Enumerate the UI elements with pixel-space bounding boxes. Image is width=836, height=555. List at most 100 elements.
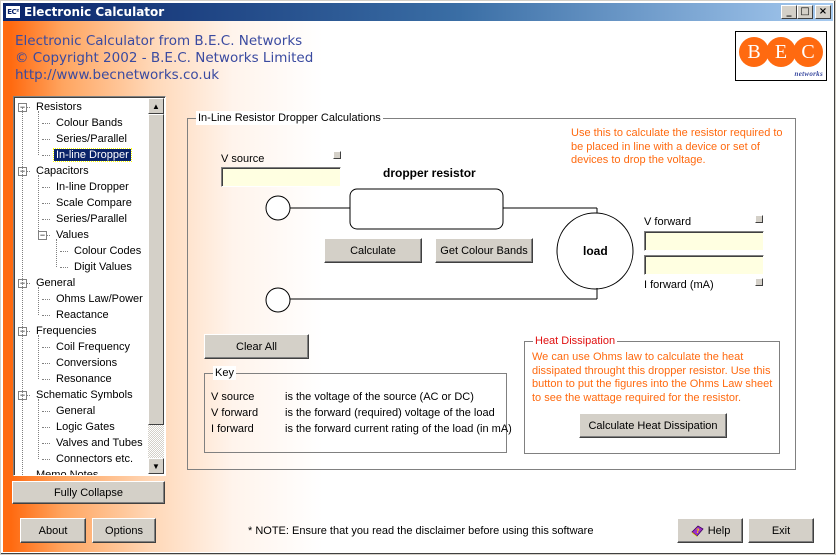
tree-item[interactable]: Scale Compare — [54, 195, 134, 211]
help-book-icon: ? — [691, 524, 704, 537]
tree-item[interactable]: Connectors etc. — [54, 451, 135, 467]
resistor-body — [349, 188, 504, 230]
tree-item-label: Resonance — [56, 373, 112, 385]
v-forward-input[interactable] — [644, 231, 764, 251]
tree-item[interactable]: Resonance — [54, 371, 114, 387]
i-forward-label: I forward (mA) — [644, 279, 714, 291]
heat-dissipation-group: Heat Dissipation — [524, 334, 780, 454]
tree-item[interactable]: Memo Notes — [34, 467, 100, 475]
tree-item-label: Ohms Law/Power — [56, 293, 143, 305]
tree-item-label: Connectors etc. — [56, 453, 134, 465]
tree-item[interactable]: Colour Codes — [72, 243, 143, 259]
header-app-name: Electronic Calculator from B.E.C. Networ… — [15, 33, 303, 49]
about-button[interactable]: About — [20, 518, 86, 543]
minimize-button[interactable]: _ — [781, 5, 797, 19]
disclaimer-note: * NOTE: Ensure that you read the disclai… — [248, 525, 594, 537]
calculate-heat-dissipation-button[interactable]: Calculate Heat Dissipation — [579, 413, 727, 438]
tree-connector — [42, 139, 50, 140]
heat-dissipation-text: We can use Ohms law to calculate the hea… — [532, 351, 773, 404]
calculate-button[interactable]: Calculate — [324, 238, 422, 263]
scroll-down-button[interactable]: ▼ — [148, 458, 164, 474]
i-forward-toggle[interactable] — [755, 278, 763, 286]
options-button[interactable]: Options — [92, 518, 156, 543]
scroll-up-button[interactable]: ▲ — [148, 98, 164, 114]
tree-connector — [42, 187, 50, 188]
exit-button[interactable]: Exit — [748, 518, 814, 543]
fully-collapse-button[interactable]: Fully Collapse — [12, 481, 165, 504]
load-label: load — [583, 244, 608, 258]
tree-item[interactable]: Ohms Law/Power — [54, 291, 145, 307]
tree-connector — [60, 267, 68, 268]
tree-item-label: Conversions — [56, 357, 118, 369]
tree-guide-line — [38, 399, 39, 459]
source-terminal-bottom — [265, 287, 291, 313]
tree-connector — [42, 123, 50, 124]
tree-item[interactable]: Resistors — [34, 99, 84, 115]
close-button[interactable]: × — [815, 5, 831, 19]
tree-item[interactable]: General — [34, 275, 77, 291]
tree-item-label: Coil Frequency — [56, 341, 130, 353]
tree-item[interactable]: Logic Gates — [54, 419, 117, 435]
tree-scrollbar[interactable]: ▲ ▼ — [148, 98, 164, 474]
tree-item-label: Series/Parallel — [56, 133, 127, 145]
tree-item[interactable]: Frequencies — [34, 323, 99, 339]
tree-item[interactable]: Reactance — [54, 307, 111, 323]
tree-item[interactable]: Conversions — [54, 355, 119, 371]
heat-dissipation-title: Heat Dissipation — [533, 334, 618, 348]
header-url: http://www.becnetworks.co.uk — [15, 67, 220, 83]
tree-item[interactable]: Coil Frequency — [54, 339, 132, 355]
key-title: Key — [213, 366, 236, 380]
tree-item[interactable]: In-line Dropper — [53, 147, 132, 163]
tree-item[interactable]: Series/Parallel — [54, 131, 129, 147]
title-bar[interactable]: EC² Electronic Calculator _ □ × — [3, 3, 833, 21]
dropper-resistor-label: dropper resistor — [383, 166, 476, 180]
v-forward-toggle[interactable] — [755, 215, 763, 223]
tree-item-label: Frequencies — [36, 325, 97, 337]
tree-connector — [42, 347, 50, 348]
svg-text:?: ? — [696, 528, 700, 535]
v-source-toggle[interactable] — [333, 151, 341, 159]
tree-guide-line — [22, 107, 23, 475]
get-colour-bands-button[interactable]: Get Colour Bands — [435, 238, 533, 263]
clear-all-button[interactable]: Clear All — [204, 334, 309, 359]
tree-item-label: Digit Values — [74, 261, 132, 273]
key-term-i-forward: I forward — [211, 423, 254, 435]
tree-guide-line — [38, 175, 39, 235]
source-terminal-top — [265, 195, 291, 221]
tree-expander-icon[interactable]: − — [38, 230, 47, 240]
tree-connector — [42, 427, 50, 428]
dropper-calculations-group: In-Line Resistor Dropper Calculations — [187, 111, 796, 470]
help-label: Help — [707, 524, 731, 537]
logo-letter-e: E — [766, 37, 796, 67]
tree-item[interactable]: In-line Dropper — [54, 179, 131, 195]
tree-item[interactable]: Schematic Symbols — [34, 387, 135, 403]
tree-connector — [42, 363, 50, 364]
tree-item-label: Values — [56, 229, 89, 241]
logo-subtitle: networks — [794, 70, 823, 78]
i-forward-input[interactable] — [644, 255, 764, 275]
tree-item-label: Valves and Tubes — [56, 437, 143, 449]
tree-item-label: General — [36, 277, 76, 289]
help-button[interactable]: ? Help — [677, 518, 743, 543]
v-source-input[interactable] — [221, 167, 341, 187]
tree-item[interactable]: Colour Bands — [54, 115, 125, 131]
scroll-thumb[interactable] — [148, 114, 164, 425]
tree-item-label: Colour Codes — [74, 245, 142, 257]
tree-item[interactable]: Digit Values — [72, 259, 134, 275]
tree-item[interactable]: Values — [54, 227, 91, 243]
tree-item[interactable]: Capacitors — [34, 163, 91, 179]
v-source-label: V source — [221, 153, 265, 165]
window-title: Electronic Calculator — [24, 5, 165, 19]
key-term-v-forward: V forward — [211, 407, 259, 419]
tree-item-label: Reactance — [56, 309, 109, 321]
maximize-button[interactable]: □ — [797, 5, 813, 19]
tree-item[interactable]: Valves and Tubes — [54, 435, 145, 451]
load-circle — [556, 212, 634, 290]
description-text: Use this to calculate the resistor requi… — [571, 127, 783, 166]
tree-guide-line — [38, 111, 39, 155]
tree-item[interactable]: General — [54, 403, 97, 419]
tree-item[interactable]: Series/Parallel — [54, 211, 129, 227]
key-desc-i-forward: is the forward current rating of the loa… — [285, 423, 512, 435]
